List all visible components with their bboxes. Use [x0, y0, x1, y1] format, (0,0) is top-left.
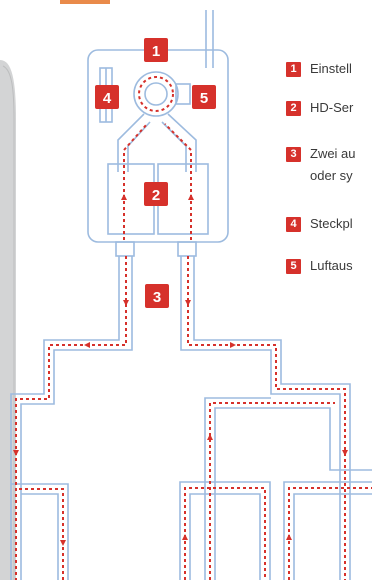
legend-item-5: 5 Luftaus: [286, 258, 353, 277]
legend-num-3: 3: [286, 147, 301, 162]
badge-1: 1: [144, 38, 168, 62]
fan-hub: [144, 82, 168, 106]
legend-num-5: 5: [286, 259, 301, 274]
legend-item-1: 1 Einstell: [286, 61, 352, 80]
legend-num-1: 1: [286, 62, 301, 77]
legend-num-4: 4: [286, 217, 301, 232]
svg-text:5: 5: [200, 90, 208, 107]
badge-5: 5: [192, 85, 216, 109]
wall-panel: [0, 60, 16, 580]
svg-text:1: 1: [152, 43, 160, 60]
svg-text:2: 2: [152, 187, 160, 204]
svg-text:4: 4: [103, 90, 112, 107]
duct-network: [10, 10, 372, 580]
legend-item-3: 3 Zwei au oder sy: [286, 146, 356, 187]
legend-item-4: 4 Steckpl: [286, 216, 353, 235]
wall-panel-edge: [2, 65, 15, 580]
badge-3: 3: [145, 284, 169, 308]
legend-text-3-line1: Zwei au: [310, 146, 356, 161]
legend-text-5: Luftaus: [310, 258, 353, 273]
legend-text-2: HD-Ser: [310, 100, 354, 115]
airflow-path: [15, 76, 372, 580]
fan-ring: [133, 71, 179, 117]
legend-text-3-line2: oder sy: [310, 168, 353, 183]
airflow-arrows: [13, 194, 348, 546]
badge-4: 4: [95, 85, 119, 109]
legend-text-3: Zwei au oder sy: [310, 143, 356, 187]
legend-text-1: Einstell: [310, 61, 352, 76]
legend-item-2: 2 HD-Ser: [286, 100, 353, 119]
legend-num-2: 2: [286, 101, 301, 116]
header-accent: [60, 0, 110, 4]
legend-text-4: Steckpl: [310, 216, 353, 231]
legend: 1 Einstell 2 HD-Ser 3 Zwei au oder sy 4 …: [286, 0, 372, 580]
badge-2: 2: [144, 182, 168, 206]
svg-text:3: 3: [153, 289, 161, 306]
